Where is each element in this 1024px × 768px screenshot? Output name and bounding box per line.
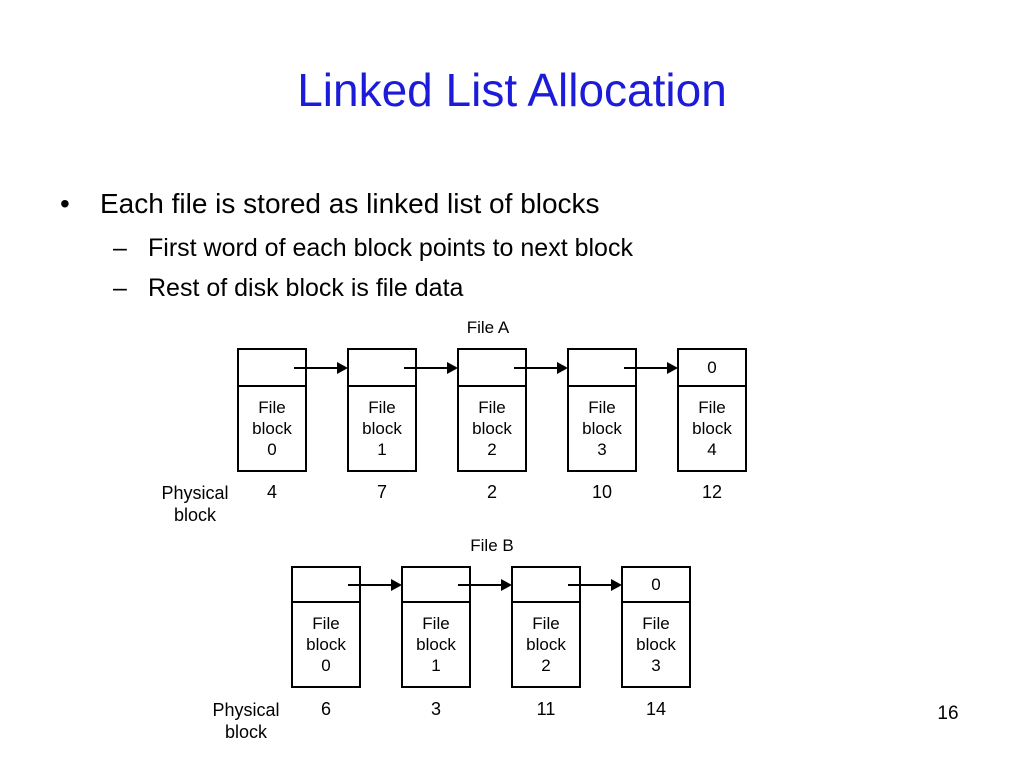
physical-block-number: 7 [376,482,387,502]
link-arrow [568,579,622,591]
link-arrow [348,579,402,591]
physical-block-label-line: block [173,505,217,525]
block-body: File block 1 [349,387,415,470]
block-body-line: 3 [651,656,661,675]
block-pointer-cell [349,350,415,387]
bullet-dot-marker: • [60,188,70,219]
block-body-line: 1 [431,656,441,675]
block-body-line: 2 [487,440,497,459]
block-body-line: File [422,614,450,633]
bullet-item-main: • Each file is stored as linked list of … [0,188,1024,222]
link-arrow [624,362,678,374]
block-pointer-cell [293,568,359,603]
block-body-line: block [252,419,292,438]
block-body-line: block [416,635,456,654]
bullet-text-sub-1: First word of each block points to next … [148,234,633,262]
block-body-line: File [312,614,340,633]
block-body-line: block [582,419,622,438]
block-pointer-cell [239,350,305,387]
block-body-line: 3 [597,440,607,459]
block-body: File block 4 [679,387,745,470]
block-body: File block 2 [459,387,525,470]
physical-block-number: 10 [591,482,613,502]
block-pointer-cell [403,568,469,603]
block-body-line: 0 [321,656,331,675]
bullet-text-sub-2: Rest of disk block is file data [148,274,464,302]
block-body-line: block [472,419,512,438]
physical-block-number: 4 [266,482,277,502]
file-block: File block 2 [511,566,581,688]
block-body-line: File [532,614,560,633]
link-arrow [404,362,458,374]
block-body-line: File [642,614,670,633]
block-body-line: block [306,635,346,654]
block-body-line: File [368,398,396,417]
physical-block-number: 11 [536,699,556,719]
block-body-line: File [478,398,506,417]
block-body-line: File [258,398,286,417]
physical-block-label-line: block [224,722,268,742]
block-body-line: 0 [267,440,277,459]
block-body-line: block [526,635,566,654]
file-block: File block 1 [401,566,471,688]
file-label: File B [470,536,514,555]
block-body: File block 3 [569,387,635,470]
block-body: File block 3 [623,603,689,686]
physical-block-number: 6 [320,699,331,719]
block-body: File block 0 [239,387,305,470]
slide-title: Linked List Allocation [297,64,727,116]
file-block: File block 3 [567,348,637,472]
block-body-line: block [636,635,676,654]
block-body: File block 0 [293,603,359,686]
bullet-item-sub-1: – First word of each block points to nex… [0,234,1024,268]
page-number: 16 [937,703,959,724]
block-pointer-cell [459,350,525,387]
file-block: File block 2 [457,348,527,472]
link-arrow [458,579,512,591]
link-arrow [294,362,348,374]
physical-block-number: 12 [701,482,723,502]
block-body-line: File [588,398,616,417]
block-body-line: 4 [707,440,717,459]
bullet-text-main: Each file is stored as linked list of bl… [100,188,600,219]
physical-block-number: 2 [486,482,497,502]
block-pointer-cell [569,350,635,387]
file-label: File A [466,318,510,337]
block-body-line: 1 [377,440,387,459]
block-pointer-cell [513,568,579,603]
block-body-line: block [362,419,402,438]
dash-marker: – [113,274,127,302]
dash-marker: – [113,234,127,262]
block-pointer-cell: 0 [623,568,689,603]
block-body-line: File [698,398,726,417]
physical-block-number: 3 [430,699,441,719]
block-body-line: block [692,419,732,438]
block-pointer-cell: 0 [679,350,745,387]
physical-block-label-line: Physical [212,700,280,720]
block-body-line: 2 [541,656,551,675]
block-body: File block 2 [513,603,579,686]
physical-block-label-line: Physical [161,483,229,503]
file-block: File block 0 [291,566,361,688]
link-arrow [514,362,568,374]
bullet-item-sub-2: – Rest of disk block is file data [0,274,1024,308]
physical-block-number: 14 [645,699,667,719]
block-body: File block 1 [403,603,469,686]
